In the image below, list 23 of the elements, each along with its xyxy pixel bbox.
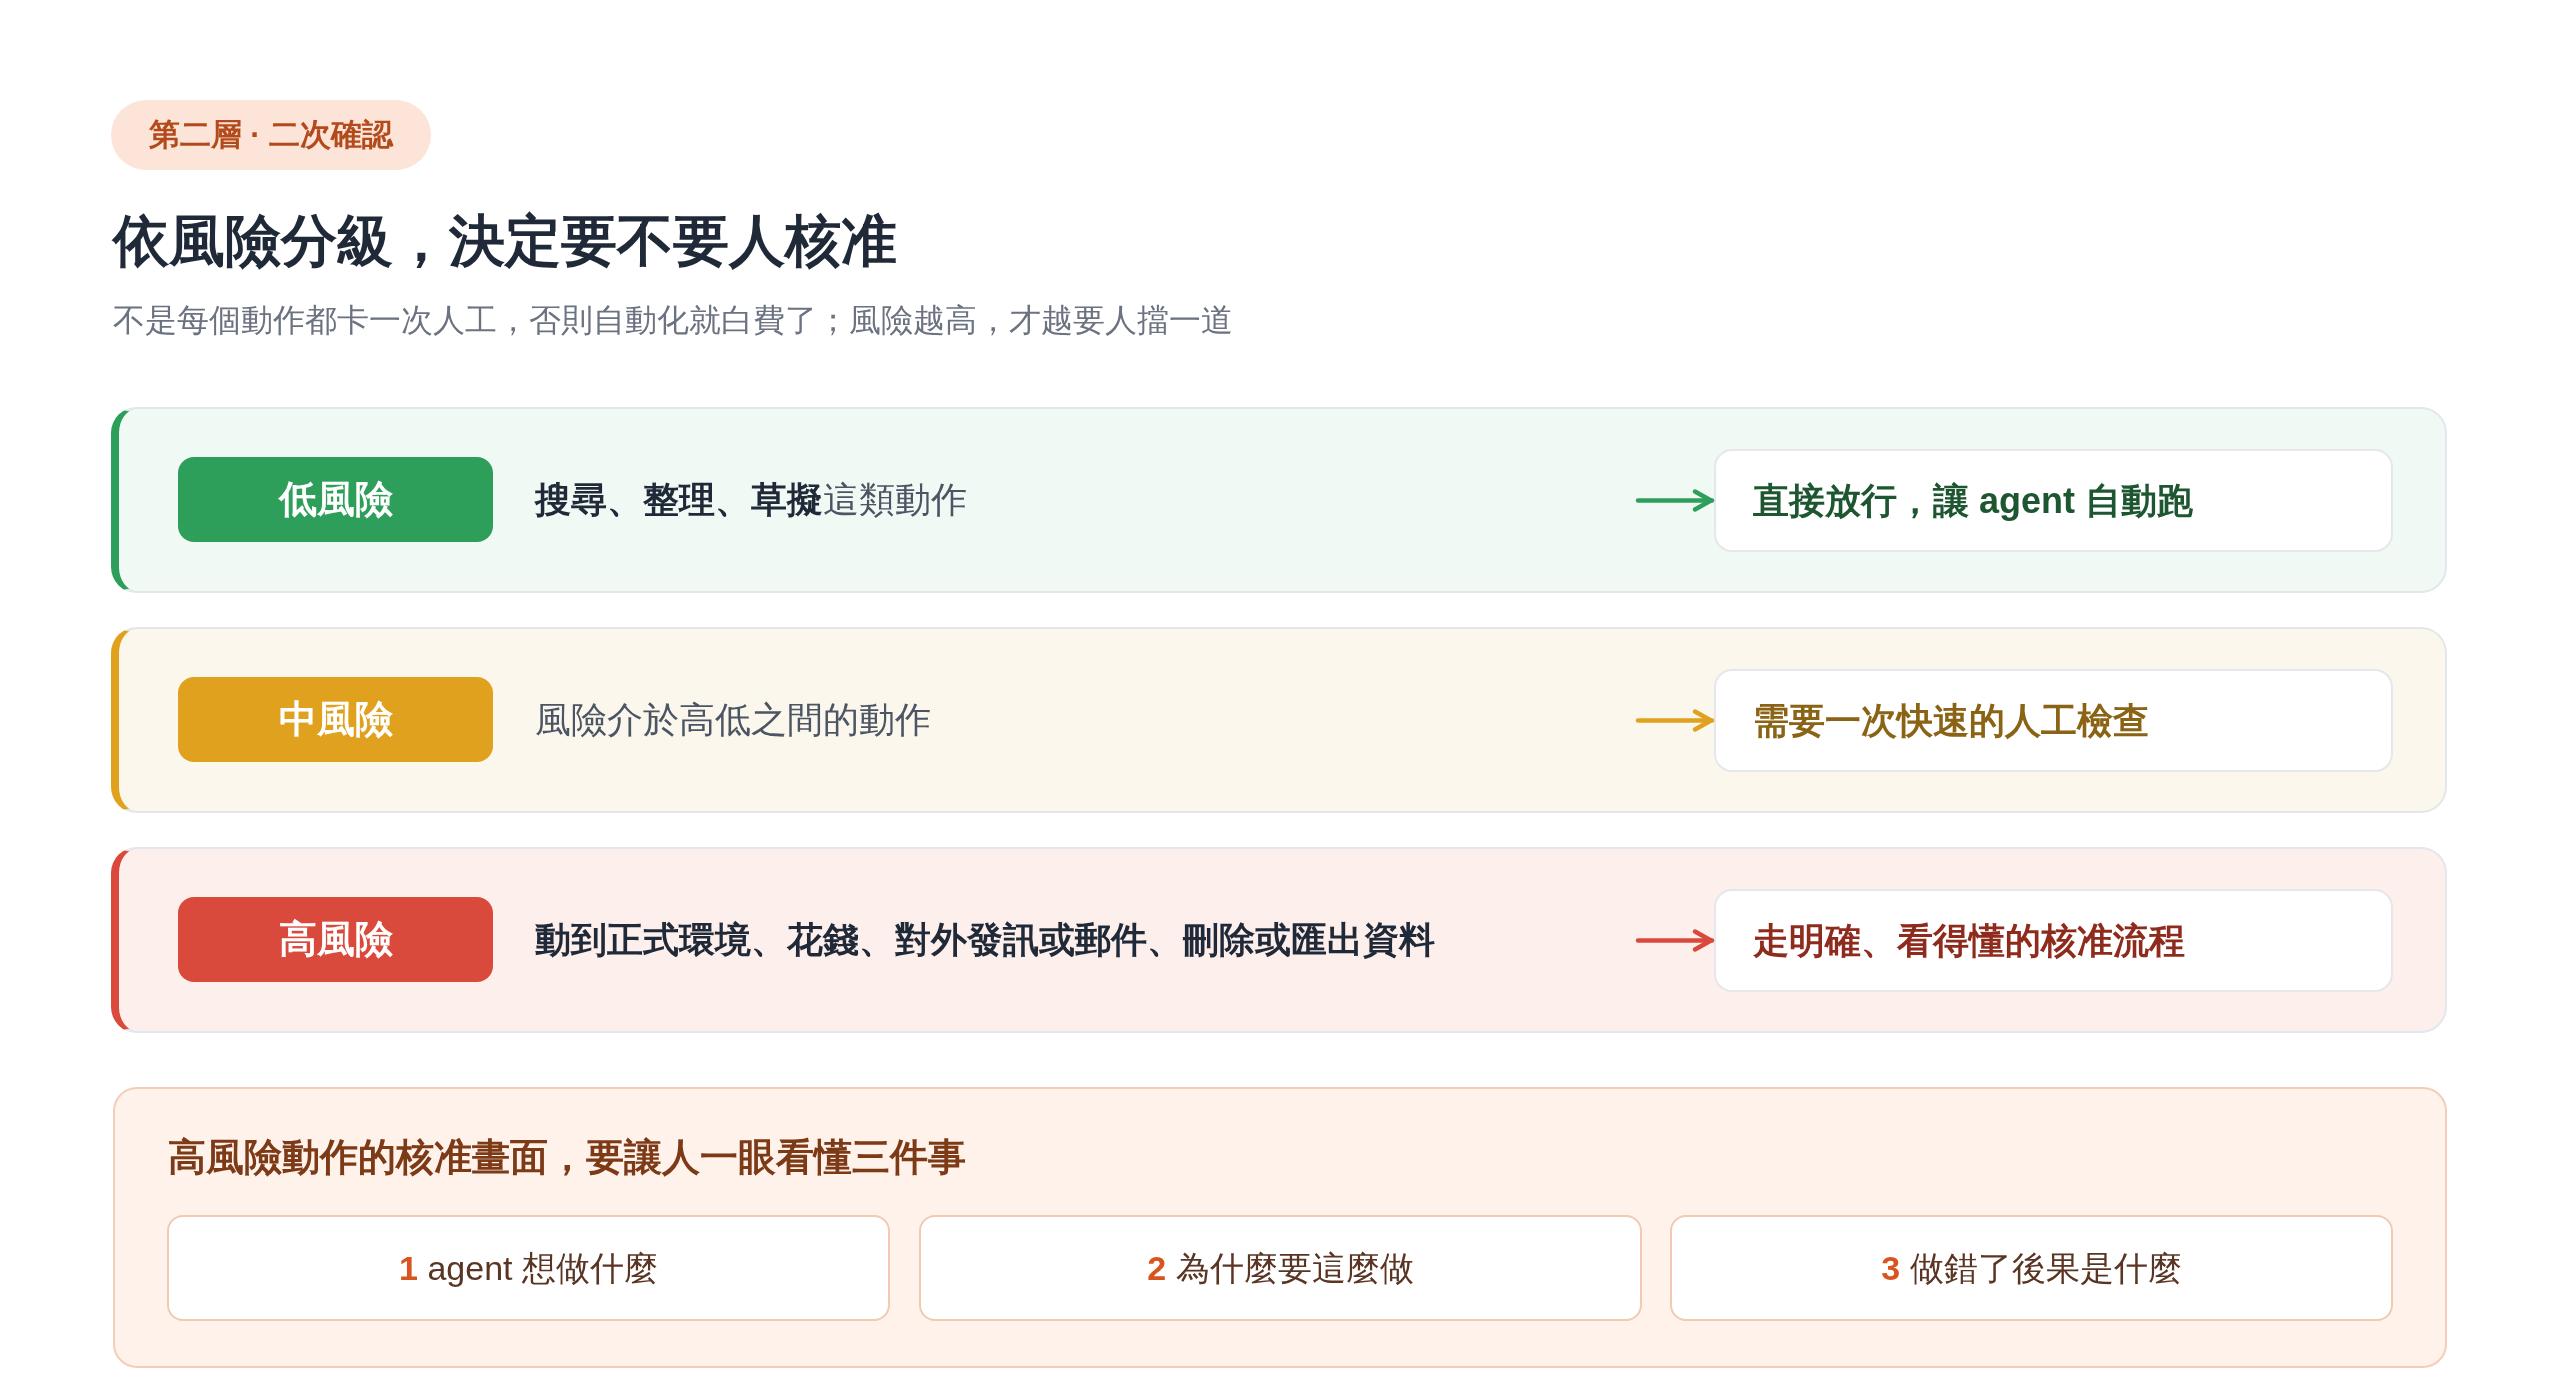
description: 風險介於高低之間的動作 [535,698,931,742]
item-box: 3 做錯了後果是什麼 [1670,1215,2393,1321]
subtitle: 不是每個動作都卡一次人工，否則自動化就白費了；風險越高，才越要人擋一道 [113,301,1233,340]
risk-row [111,847,2447,1033]
risk-badge: 低風險 [178,457,493,542]
item-box: 2 為什麼要這麼做 [919,1215,1642,1321]
risk-row [111,627,2447,813]
result-box: 需要一次快速的人工檢查 [1714,669,2393,772]
panel-heading: 高風險動作的核准畫面，要讓人一眼看懂三件事 [168,1135,966,1181]
item-box: 1 agent 想做什麼 [167,1215,890,1321]
result-box: 直接放行，讓 agent 自動跑 [1714,449,2393,552]
title: 依風險分級，決定要不要人核准 [113,208,897,274]
arrow [1635,709,1715,732]
note-panel [113,1087,2447,1368]
arrow [1635,929,1715,952]
arrow [1635,489,1715,512]
risk-badge: 中風險 [178,677,493,762]
description: 搜尋、整理、草擬這類動作 [535,478,967,522]
description: 動到正式環境、花錢、對外發訊或郵件、刪除或匯出資料 [535,918,1435,962]
result-box: 走明確、看得懂的核准流程 [1714,889,2393,992]
risk-row [111,407,2447,593]
section-tag: 第二層 · 二次確認 [111,100,431,170]
risk-badge: 高風險 [178,897,493,982]
